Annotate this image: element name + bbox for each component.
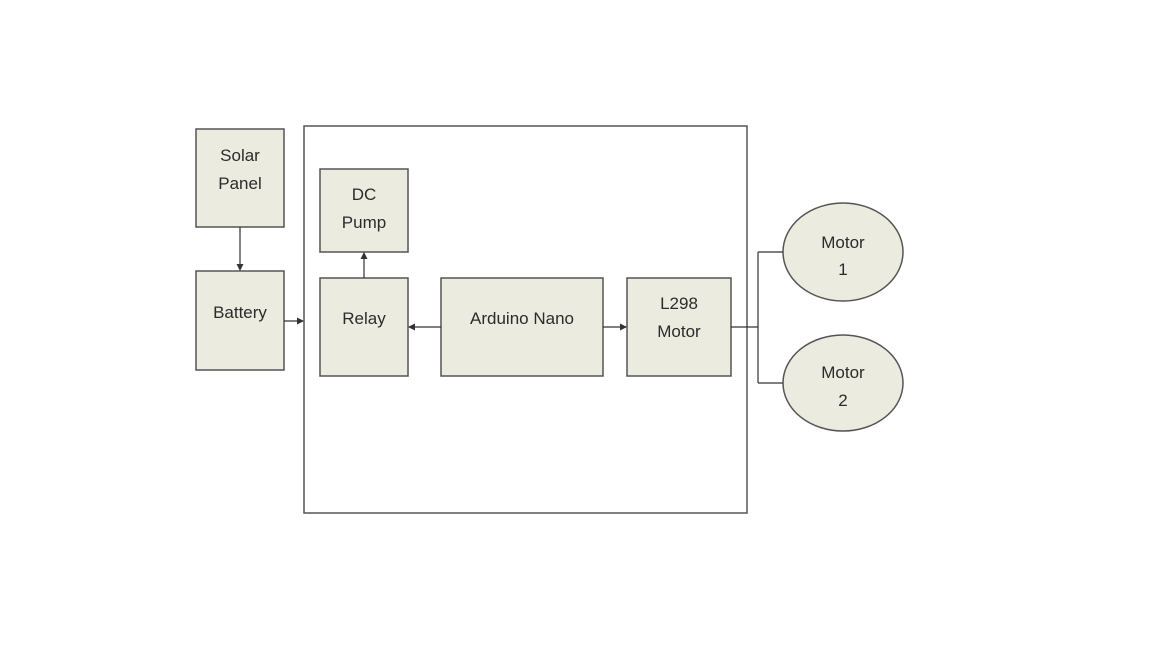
motor2-label-line1: Motor: [821, 363, 865, 382]
solar-panel-label-line2: Panel: [218, 174, 261, 193]
dc-pump-block: DC Pump: [319, 168, 409, 253]
dc-pump-label-line2: Pump: [342, 213, 386, 232]
solar-panel-block: Solar Panel: [195, 128, 285, 228]
l298-motor-label-line2: Motor: [657, 322, 701, 341]
motor2-label-line2: 2: [838, 391, 847, 410]
controller-enclosure: [303, 125, 748, 514]
motor1-node: Motor 1: [782, 202, 904, 302]
battery-label: Battery: [213, 303, 267, 322]
dc-pump-label-line1: DC: [352, 185, 377, 204]
l298-motor-block: L298 Motor: [626, 277, 732, 377]
relay-block: Relay: [319, 277, 409, 377]
solar-panel-label-line1: Solar: [220, 146, 260, 165]
relay-label: Relay: [342, 309, 386, 328]
motor1-label-line2: 1: [838, 260, 847, 279]
arduino-nano-label: Arduino Nano: [470, 309, 574, 328]
arduino-nano-block: Arduino Nano: [440, 277, 604, 377]
motor2-node: Motor 2: [782, 334, 904, 432]
battery-block: Battery: [195, 270, 285, 371]
motor1-label-line1: Motor: [821, 233, 865, 252]
l298-motor-label-line1: L298: [660, 294, 698, 313]
